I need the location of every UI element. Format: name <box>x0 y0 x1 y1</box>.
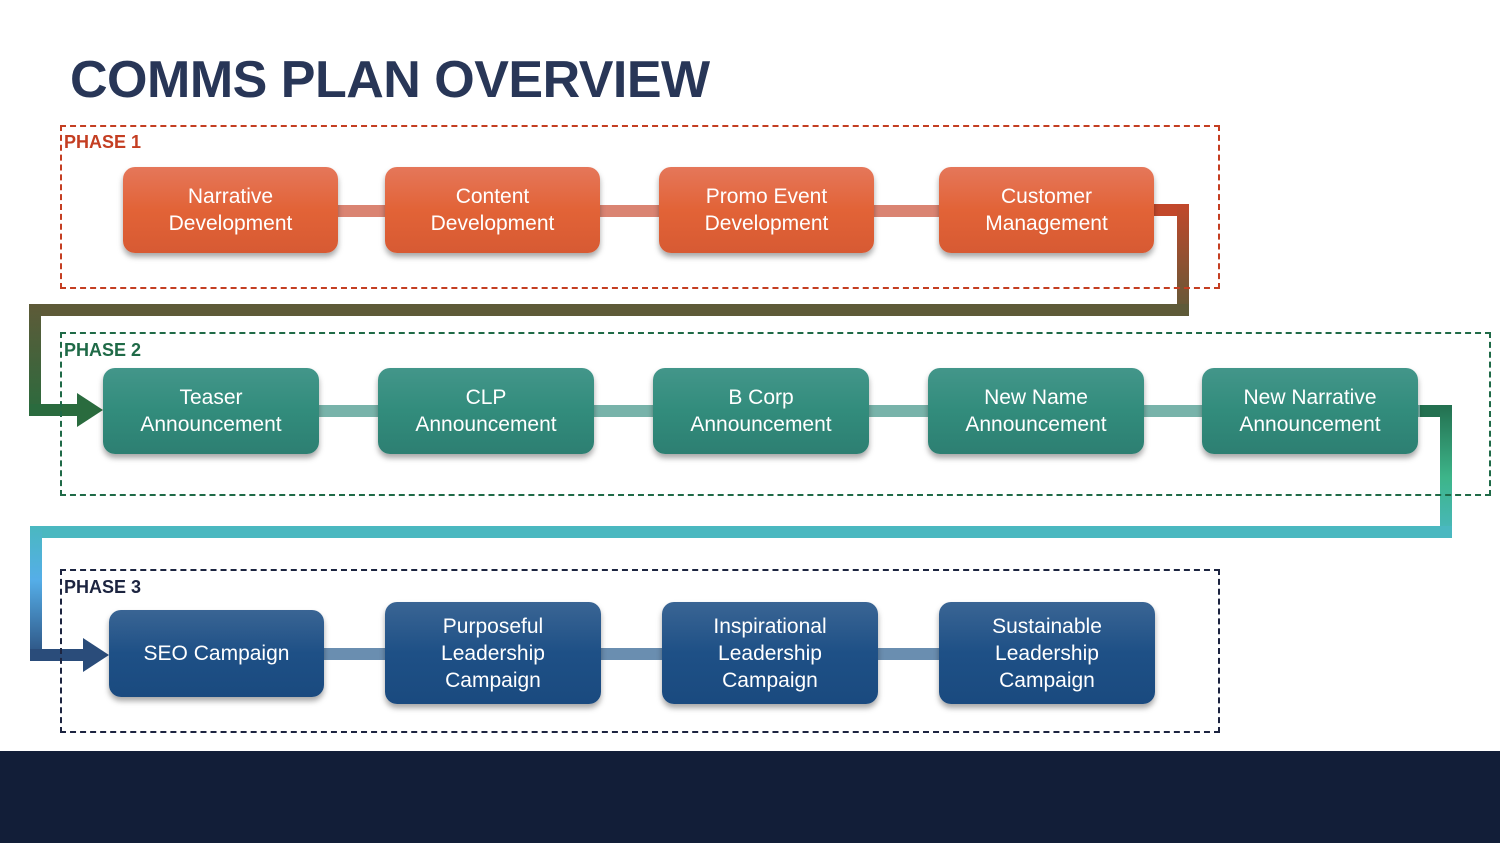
phase-2-label: PHASE 2 <box>64 340 142 360</box>
step-new-name-announcement[interactable]: New Name Announcement <box>928 368 1144 454</box>
page-title: COMMS PLAN OVERVIEW <box>70 51 710 109</box>
phase-1-label: PHASE 1 <box>64 132 142 152</box>
footer-bar <box>0 751 1500 843</box>
step-seo-campaign[interactable]: SEO Campaign <box>109 610 324 697</box>
step-sustainable-leadership-campaign[interactable]: Sustainable Leadership Campaign <box>939 602 1155 704</box>
flow-phase2-to-phase3 <box>30 405 1452 672</box>
step-new-narrative-announcement[interactable]: New Narrative Announcement <box>1202 368 1418 454</box>
phase-3-label: PHASE 3 <box>64 577 142 597</box>
step-content-development[interactable]: Content Development <box>385 167 600 253</box>
step-b-corp-announcement[interactable]: B Corp Announcement <box>653 368 869 454</box>
flow-phase1-to-phase2 <box>29 204 1189 427</box>
arrow-head-icon <box>77 393 103 427</box>
step-customer-management[interactable]: Customer Management <box>939 167 1154 253</box>
phase-3-frame <box>60 569 1220 733</box>
step-clp-announcement[interactable]: CLP Announcement <box>378 368 594 454</box>
step-inspirational-leadership-campaign[interactable]: Inspirational Leadership Campaign <box>662 602 878 704</box>
arrow-head-icon <box>83 638 109 672</box>
step-promo-event-development[interactable]: Promo Event Development <box>659 167 874 253</box>
step-narrative-development[interactable]: Narrative Development <box>123 167 338 253</box>
step-teaser-announcement[interactable]: Teaser Announcement <box>103 368 319 454</box>
phase-2-frame <box>60 332 1491 496</box>
step-purposeful-leadership-campaign[interactable]: Purposeful Leadership Campaign <box>385 602 601 704</box>
phase-1-frame <box>60 125 1220 289</box>
